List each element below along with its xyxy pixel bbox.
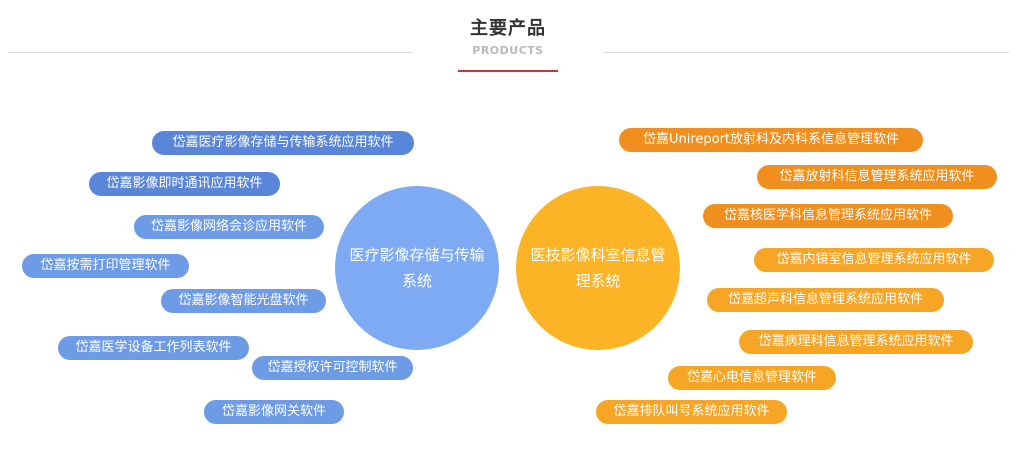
left-product-item[interactable]: 岱嘉按需打印管理软件 xyxy=(22,254,189,278)
left-product-item[interactable]: 岱嘉影像网络会诊应用软件 xyxy=(134,215,324,239)
left-product-item[interactable]: 岱嘉医学设备工作列表软件 xyxy=(58,336,249,360)
right-product-item[interactable]: 岱嘉Unireport放射科及内科系信息管理软件 xyxy=(619,128,923,152)
right-product-item[interactable]: 岱嘉超声科信息管理系统应用软件 xyxy=(707,288,944,312)
title-accent-bar xyxy=(458,70,558,72)
title-divider-right xyxy=(603,52,1009,53)
left-product-item[interactable]: 岱嘉授权许可控制软件 xyxy=(252,356,413,380)
title-divider-left xyxy=(8,52,413,53)
ris-category-label: 医技影像科室信息管理系统 xyxy=(530,246,666,290)
right-product-item[interactable]: 岱嘉心电信息管理软件 xyxy=(668,366,836,390)
left-product-item[interactable]: 岱嘉医疗影像存储与传输系统应用软件 xyxy=(152,131,414,155)
pacs-category-label: 医疗影像存储与传输系统 xyxy=(349,246,485,290)
ris-category-circle[interactable]: 医技影像科室信息管理系统 xyxy=(516,186,680,350)
section-title: 主要产品 xyxy=(470,18,546,39)
left-product-item[interactable]: 岱嘉影像网关软件 xyxy=(204,400,344,424)
section-subtitle: PRODUCTS xyxy=(472,44,544,57)
right-product-item[interactable]: 岱嘉放射科信息管理系统应用软件 xyxy=(757,165,997,189)
right-product-item[interactable]: 岱嘉内镜室信息管理系统应用软件 xyxy=(754,248,994,272)
pacs-category-circle[interactable]: 医疗影像存储与传输系统 xyxy=(335,186,499,350)
right-product-item[interactable]: 岱嘉排队叫号系统应用软件 xyxy=(596,400,787,424)
left-product-item[interactable]: 岱嘉影像智能光盘软件 xyxy=(161,289,326,313)
right-product-item[interactable]: 岱嘉核医学科信息管理系统应用软件 xyxy=(703,204,953,228)
right-product-item[interactable]: 岱嘉病理科信息管理系统应用软件 xyxy=(739,330,973,354)
left-product-item[interactable]: 岱嘉影像即时通讯应用软件 xyxy=(89,172,280,196)
